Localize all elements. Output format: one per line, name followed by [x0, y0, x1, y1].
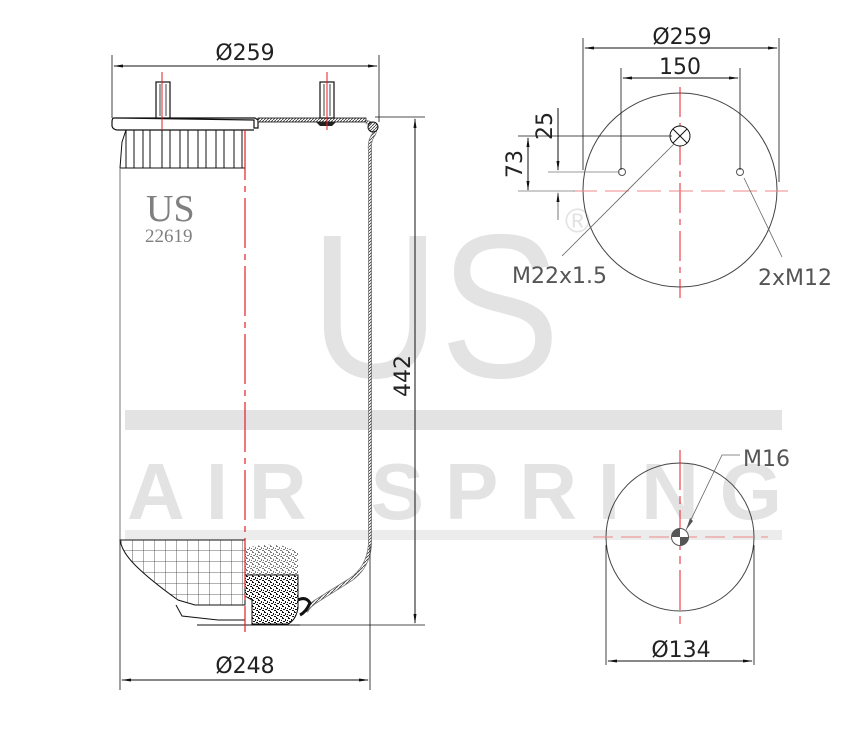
center-port-icon: [669, 125, 691, 147]
stud-left: [155, 81, 171, 119]
bottom-view-diameter-label: Ø134: [651, 638, 710, 663]
bottom-view: M16 Ø134: [593, 447, 790, 665]
watermark-tagline: AIR SPRING: [127, 447, 782, 536]
top-view: Ø259 150 25 73 M22x1.5 2xM12: [503, 25, 832, 298]
offset-small-label: 25: [533, 112, 558, 140]
stud-spacing-label: 150: [659, 55, 701, 80]
center-thread-callout: M22x1.5: [512, 264, 607, 289]
top-diameter-label: Ø259: [215, 41, 274, 66]
bottom-thread-callout: M16: [743, 447, 790, 472]
center-thread-icon: [671, 528, 689, 546]
watermark-logo: US: [310, 192, 560, 421]
part-number: 22619: [145, 226, 193, 247]
top-plate: [113, 117, 259, 129]
stud-thread-callout: 2xM12: [758, 266, 832, 291]
watermark-upper-bar: [125, 410, 782, 430]
watermark-lower-bar: [125, 530, 782, 540]
bottom-diameter-label: Ø248: [215, 654, 274, 679]
ribbed-section: [119, 129, 245, 169]
offset-large-label: 73: [503, 150, 528, 178]
top-view-diameter-label: Ø259: [652, 25, 711, 50]
watermark-registered-mark: ®: [565, 202, 590, 240]
brand-mark: US: [146, 188, 195, 230]
dimension-top-diameter: Ø259: [111, 41, 380, 122]
height-label: 442: [391, 355, 416, 397]
piston-insert: [245, 544, 298, 575]
dimension-bottom-diameter: Ø248: [119, 540, 371, 690]
dimension-height: 442: [300, 116, 425, 626]
piston-grid: [119, 539, 246, 606]
side-view: Ø259 442 Ø248 US 22619: [111, 41, 425, 690]
bead-plate: [257, 117, 367, 123]
watermark: US ® AIR SPRING: [125, 192, 782, 540]
